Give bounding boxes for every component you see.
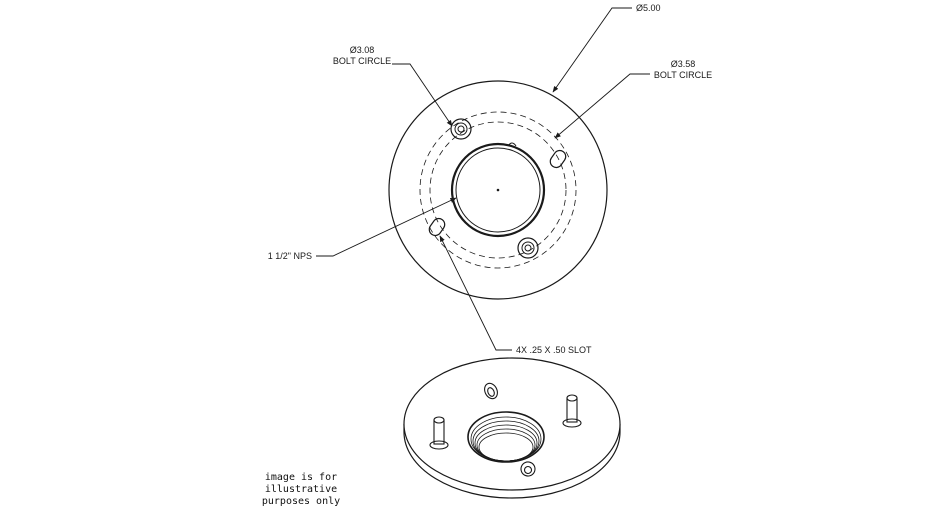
center-bore-outer [450, 142, 546, 238]
leader-overall-diameter [552, 7, 632, 93]
label-small-bolt-circle-caption: BOLT CIRCLE [333, 56, 391, 66]
stud-upper-left [450, 118, 472, 140]
thread-rings [470, 416, 542, 462]
label-center-thread: 1 1/2" NPS [268, 251, 312, 261]
center-mark [496, 188, 500, 192]
leader-center-thread [316, 197, 457, 257]
iso-slot-top [484, 382, 498, 400]
iso-slot-bottom [520, 461, 536, 477]
label-slots: 4X .25 X .50 SLOT [516, 345, 592, 355]
label-small-bolt-circle-diameter: Ø3.08 [350, 45, 375, 55]
leader-small-bolt-circle [392, 63, 453, 127]
top-view [388, 80, 608, 300]
outer-flange-circle [388, 80, 608, 300]
large-bolt-circle [419, 111, 577, 269]
slot-right [549, 149, 567, 169]
stud-lower-right [517, 237, 539, 259]
slot-left [428, 217, 446, 237]
label-overall-diameter: Ø5.00 [636, 3, 661, 13]
threaded-bore-outer [467, 411, 545, 463]
small-bolt-circle [429, 121, 567, 259]
disclaimer-line-1: image is for illustrative [264, 472, 338, 495]
leader-large-bolt-circle [554, 73, 650, 139]
iso-stud-right [562, 394, 582, 428]
disclaimer-note: image is for illustrative purposes only [226, 472, 376, 508]
label-large-bolt-circle-diameter: Ø3.58 [671, 59, 696, 69]
bore-notch [507, 142, 517, 147]
center-bore-inner [455, 147, 541, 233]
label-large-bolt-circle-caption: BOLT CIRCLE [654, 70, 712, 80]
disclaimer-line-2: purposes only [261, 496, 341, 507]
leader-slots [439, 235, 512, 351]
leader-lines [316, 7, 650, 351]
flange-top-face [403, 357, 621, 491]
isometric-view [403, 357, 621, 499]
iso-stud-left [429, 416, 449, 450]
